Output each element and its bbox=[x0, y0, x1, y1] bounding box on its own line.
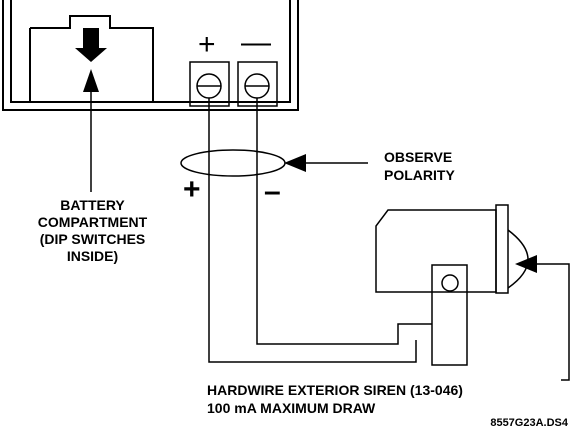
figure-id: 8557G23A.DS4 bbox=[490, 417, 568, 429]
observe-polarity-label: OBSERVE POLARITY bbox=[384, 148, 455, 184]
siren-label-line-1: HARDWIRE EXTERIOR SIREN (13-046) bbox=[207, 382, 463, 398]
observe-line-1: OBSERVE bbox=[384, 149, 453, 165]
battery-label-line-1: BATTERY bbox=[60, 197, 125, 213]
battery-label-line-2: COMPARTMENT bbox=[37, 214, 148, 230]
battery-compartment bbox=[29, 15, 154, 102]
siren bbox=[375, 204, 529, 366]
wire-negative bbox=[256, 98, 432, 345]
battery-label-line-4: INSIDE) bbox=[66, 248, 119, 264]
panel-positive-symbol: + bbox=[198, 28, 216, 61]
panel-negative-symbol: — bbox=[241, 26, 271, 59]
left-arrow-icon bbox=[284, 154, 368, 172]
up-arrow-icon bbox=[83, 69, 99, 192]
siren-pointer-arrow bbox=[515, 255, 570, 381]
battery-label-line-3: (DIP SWITCHES bbox=[39, 231, 146, 247]
wire-positive-symbol: + bbox=[183, 173, 201, 206]
wire-negative-symbol: – bbox=[264, 175, 281, 208]
siren-label: HARDWIRE EXTERIOR SIREN (13-046) 100 mA … bbox=[207, 381, 463, 417]
down-arrow-icon bbox=[75, 28, 107, 62]
wire-positive bbox=[208, 98, 417, 363]
observe-line-2: POLARITY bbox=[384, 167, 455, 183]
battery-compartment-label: BATTERY COMPARTMENT (DIP SWITCHES INSIDE… bbox=[30, 197, 155, 265]
siren-label-line-2: 100 mA MAXIMUM DRAW bbox=[207, 400, 376, 416]
control-panel-enclosure bbox=[2, 0, 299, 111]
